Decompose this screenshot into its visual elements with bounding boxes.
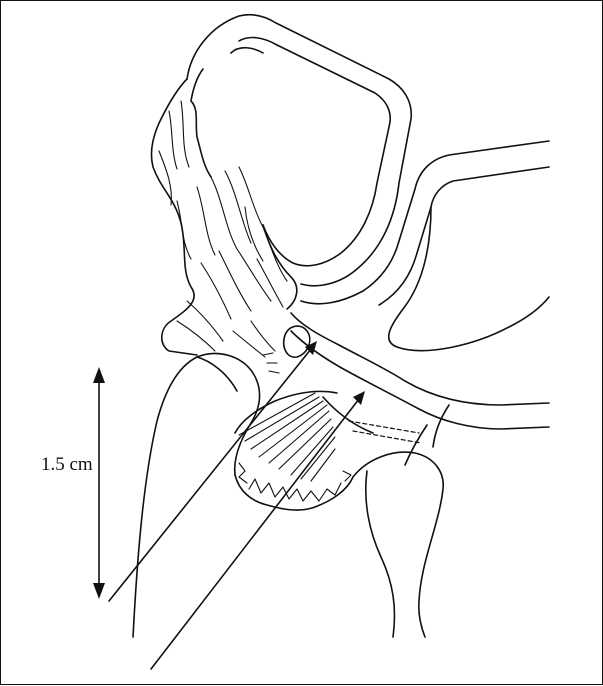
measurement-arrow	[93, 367, 105, 599]
measurement-label: 1.5 cm	[39, 454, 95, 476]
small-oval	[284, 326, 310, 357]
left-bone	[133, 354, 260, 637]
upper-lobe	[187, 15, 411, 286]
upper-right-structure	[363, 141, 549, 351]
fibrous-cord	[151, 69, 296, 373]
